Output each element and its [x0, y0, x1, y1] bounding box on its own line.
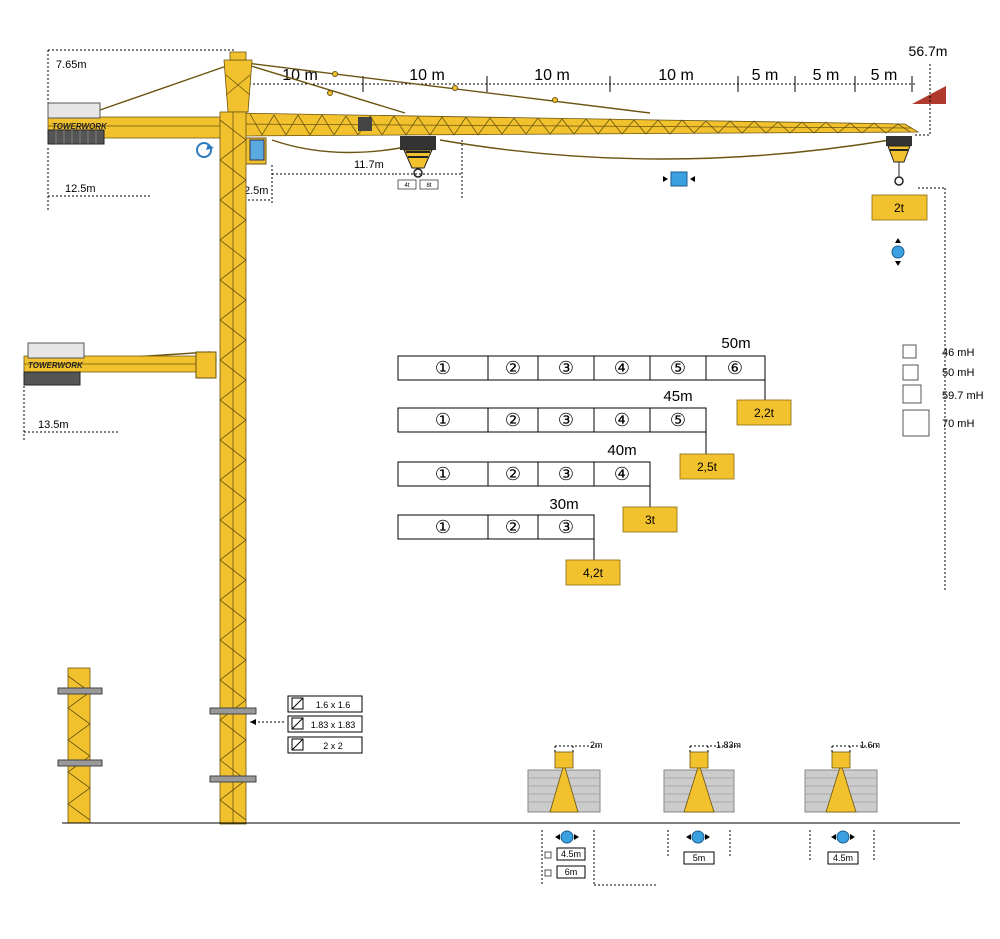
trolley-hook-near: 4t 8t — [397, 136, 439, 190]
jib-section-3: 10 m — [534, 67, 570, 84]
lower-counterjib: TOWERWORK 13.5m — [23, 342, 217, 440]
jib-40-length: 40m — [607, 442, 636, 459]
base-2m: 2m 4.5m 6m — [527, 740, 658, 886]
jib-45-s3: ③ — [558, 410, 574, 430]
jib-30-s2: ② — [505, 517, 521, 537]
mast-section-legend: 1.6 x 1.6 1.83 x 1.83 2 x 2 — [287, 695, 363, 754]
jib-config-40m: ① ② ③ ④ 40m 3t — [397, 442, 678, 533]
jib-40-s4: ④ — [614, 464, 630, 484]
top-dimensions: 10 m 10 m 10 m 10 m 5 m 5 m 5 m 56.7m 7.… — [47, 43, 948, 210]
jib-50-s3: ③ — [558, 358, 574, 378]
height-legend: 46 mH 50 mH 59.7 mH 70 mH — [902, 344, 984, 437]
mast-section-3: 2 x 2 — [323, 741, 343, 751]
base-1-83m: 1.83m 5m — [663, 740, 741, 865]
jib-40-s2: ② — [505, 464, 521, 484]
height-59-7: 59.7 mH — [942, 390, 984, 402]
jib-40-s1: ① — [435, 464, 451, 484]
jib-50-load: 2,2t — [754, 406, 775, 420]
base-1-83m-mast: 1.83m — [716, 740, 741, 750]
jib-40-s3: ③ — [558, 464, 574, 484]
tower-crane: TOWERWORK 4t 8t — [47, 51, 946, 825]
jib-40-load: 3t — [645, 513, 656, 527]
jib-config-45m: ① ② ③ ④ ⑤ 45m 2,5t — [397, 388, 735, 480]
jib-50-s6: ⑥ — [727, 358, 743, 378]
jib-45-load: 2,5t — [697, 460, 718, 474]
height-46: 46 mH — [942, 347, 974, 359]
jib-section-4: 10 m — [658, 67, 694, 84]
height-50: 50 mH — [942, 367, 974, 379]
counterjib-brand: TOWERWORK — [52, 122, 108, 131]
trolley-motor — [358, 117, 372, 131]
height-70: 70 mH — [942, 418, 974, 430]
jib-50-s4: ④ — [614, 358, 630, 378]
jib-section-2: 10 m — [409, 67, 445, 84]
jib-45-s5: ⑤ — [670, 410, 686, 430]
jib-45-s2: ② — [505, 410, 521, 430]
mast-section-2: 1.83 x 1.83 — [311, 720, 356, 730]
jib-section-6: 5 m — [813, 67, 840, 84]
base-1-6m: 1.6m 4.5m — [804, 740, 880, 865]
jib-50-s2: ② — [505, 358, 521, 378]
base-1-6m-mast: 1.6m — [860, 740, 880, 750]
base-2m-width-1: 4.5m — [561, 849, 581, 859]
base-1-83m-width: 5m — [693, 853, 706, 863]
jib-configurations: ① ② ③ ④ ⑤ ⑥ 50m 2,2t ① ② ③ ④ ⑤ 45m 2,5 — [397, 335, 792, 586]
jib-45-s1: ① — [435, 410, 451, 430]
jib-30-load: 4,2t — [583, 566, 604, 580]
base-2m-mast: 2m — [590, 740, 603, 750]
min-radius-label: 11.7m — [354, 159, 384, 171]
mast-section-1: 1.6 x 1.6 — [316, 700, 351, 710]
slew-rotation-icon — [196, 142, 212, 158]
trolley-label-2: 8t — [426, 183, 431, 189]
jib-45-length: 45m — [663, 388, 692, 405]
climbing-mast — [57, 667, 103, 824]
base-2m-width-2: 6m — [565, 867, 578, 877]
hoist-icon — [891, 238, 905, 266]
trolley-hook-tip — [886, 136, 912, 186]
lower-counterjib-brand: TOWERWORK — [28, 361, 84, 370]
jib-45-s4: ④ — [614, 410, 630, 430]
tip-load-label: 2t — [894, 201, 905, 215]
jib-section-7: 5 m — [871, 67, 898, 84]
jib-30-s3: ③ — [558, 517, 574, 537]
jib-30-s1: ① — [435, 517, 451, 537]
jib-config-30m: ① ② ③ 30m 4,2t — [397, 496, 621, 586]
jib-50-length: 50m — [721, 335, 750, 352]
jib-section-5: 5 m — [752, 67, 779, 84]
jib-50-s5: ⑤ — [670, 358, 686, 378]
counterjib-height-label: 7.65m — [56, 59, 87, 71]
counterjib-length-label: 12.5m — [65, 183, 96, 195]
height-marker-icon — [912, 86, 946, 104]
jib-config-50m: ① ② ③ ④ ⑤ ⑥ 50m 2,2t — [397, 335, 792, 426]
jib-30-length: 30m — [549, 496, 578, 513]
mast-offset-label: 2.5m — [244, 185, 268, 197]
trolley-label-1: 4t — [404, 183, 409, 189]
trolley-travel-icon — [663, 171, 695, 187]
tip-load-box — [871, 194, 928, 221]
jib-50-s1: ① — [435, 358, 451, 378]
counterweight-blocks — [47, 129, 105, 145]
lower-counterjib-length: 13.5m — [38, 419, 69, 431]
total-height-label: 56.7m — [909, 43, 948, 59]
base-1-6m-width: 4.5m — [833, 853, 853, 863]
